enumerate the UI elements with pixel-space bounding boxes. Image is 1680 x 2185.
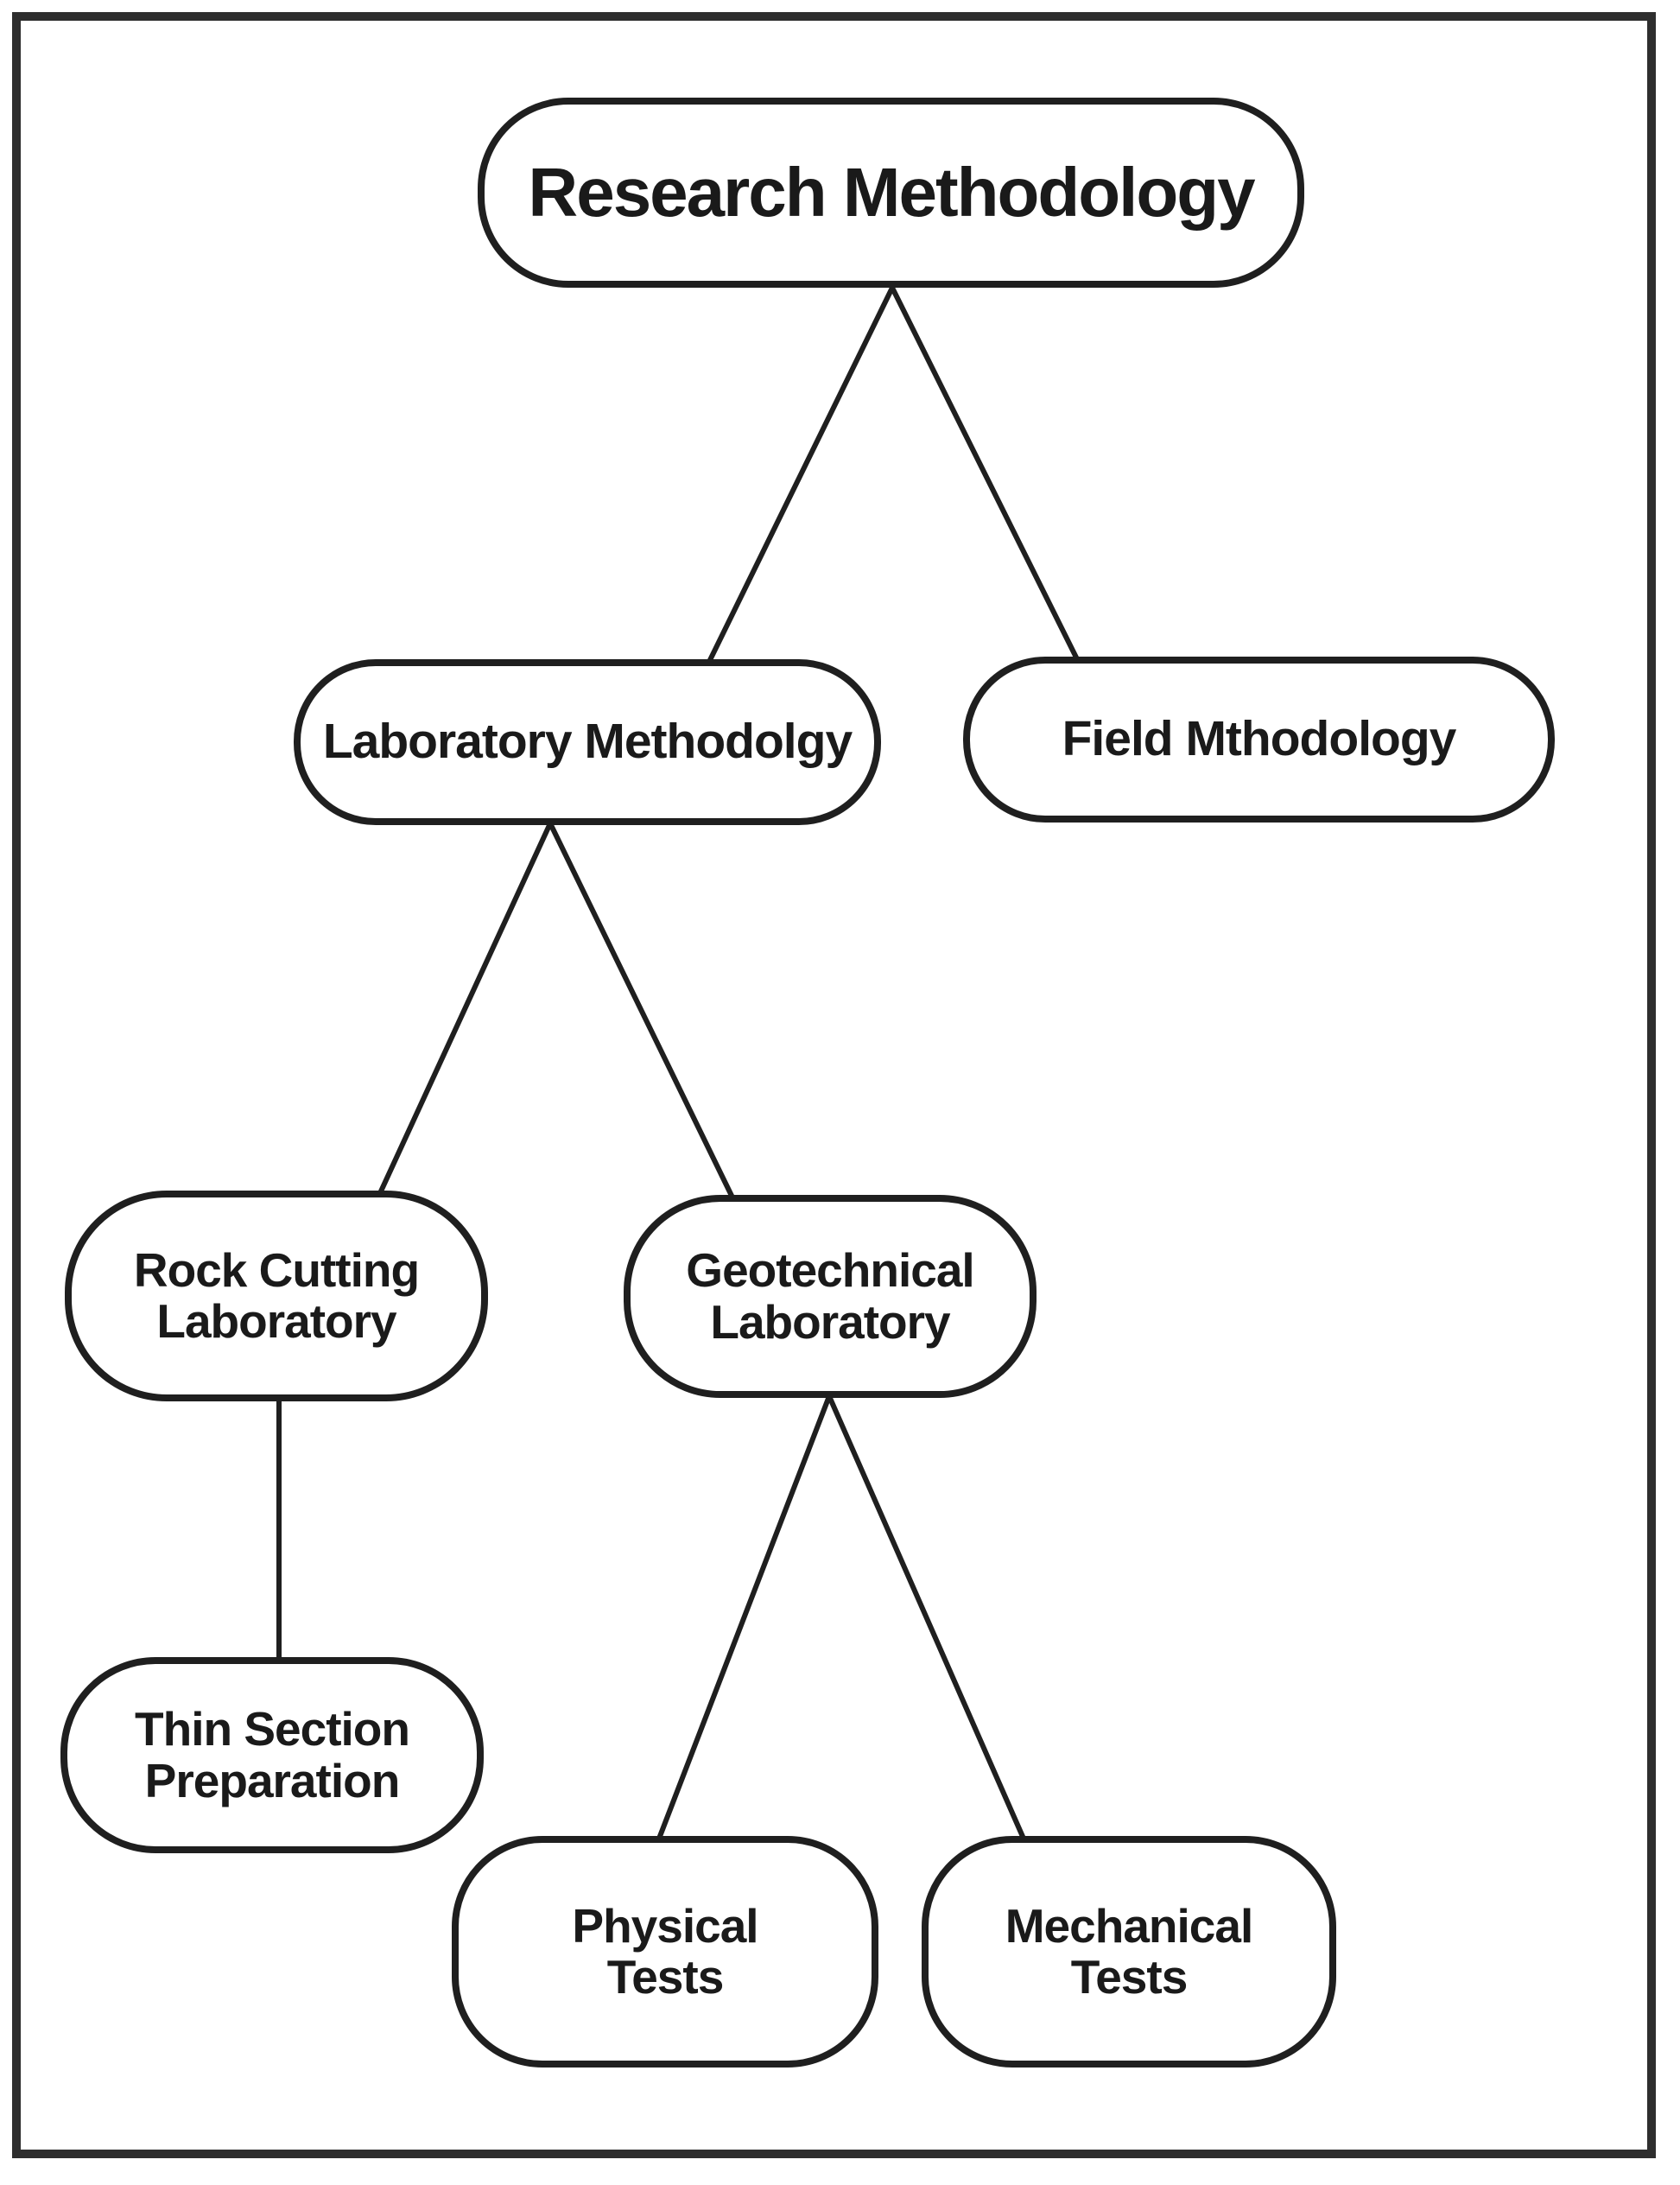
node-physical-tests: Physical Tests — [452, 1836, 878, 2067]
node-label: Physical — [572, 1898, 758, 1953]
node-geotechnical-laboratory: Geotechnical Laboratory — [624, 1195, 1037, 1398]
node-label: Thin Section — [135, 1702, 410, 1756]
node-laboratory-methodolgy: Laboratory Methodolgy — [294, 659, 881, 825]
outer-border — [12, 12, 1656, 2158]
edge-geo-physical — [656, 1394, 832, 1841]
node-label: Preparation — [144, 1753, 401, 1807]
node-label: Research Methodology — [528, 153, 1255, 231]
edge-geo-mechanical — [827, 1394, 1026, 1841]
node-label: Geotechnical — [686, 1243, 974, 1298]
node-rock-cutting-laboratory: Rock Cutting Laboratory — [65, 1191, 488, 1401]
node-label: Tests — [1070, 1950, 1189, 2004]
node-mechanical-tests: Mechanical Tests — [922, 1836, 1336, 2067]
node-label: Field Mthodology — [1062, 711, 1457, 767]
node-label: Tests — [606, 1950, 725, 2004]
node-label: Laboratory Methodolgy — [322, 714, 853, 770]
edge-research-laboratory — [707, 285, 895, 664]
node-thin-section-preparation: Thin Section Preparation — [60, 1657, 484, 1853]
node-label: Laboratory — [156, 1294, 396, 1348]
edge-laboratory-rock — [377, 821, 553, 1196]
node-research-methodology: Research Methodology — [478, 98, 1304, 288]
node-field-mthodology: Field Mthodology — [963, 657, 1555, 823]
node-label: Laboratory — [710, 1294, 950, 1349]
edge-research-field — [890, 285, 1080, 662]
node-label: Mechanical — [1005, 1898, 1254, 1953]
edge-laboratory-geo — [548, 821, 735, 1200]
node-label: Rock Cutting — [133, 1242, 420, 1297]
